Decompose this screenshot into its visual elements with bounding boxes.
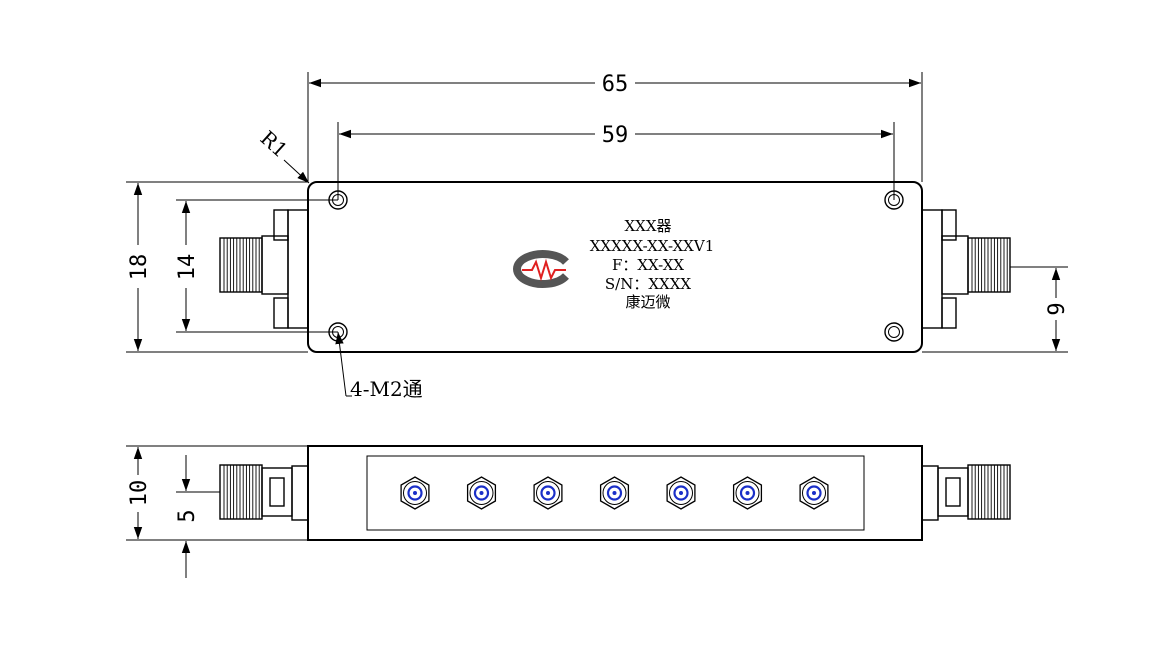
- tuning-screw: [599, 476, 630, 510]
- dimension-label: 5: [175, 509, 200, 522]
- dimension-connector-offset: 9: [922, 266, 1070, 353]
- dimension-overall-length: 65: [307, 72, 923, 182]
- cover-recess: [366, 455, 865, 531]
- mounting-note: 4-M2通: [350, 377, 423, 401]
- marking-line-1: XXX器: [624, 217, 671, 235]
- tuning-screw: [466, 476, 497, 510]
- tuning-screw: [400, 476, 430, 510]
- dimension-side-connector-center: 5: [175, 455, 220, 578]
- mounting-hole-callout: 4-M2通: [335, 331, 423, 401]
- tuning-screw: [799, 476, 829, 510]
- right-sma-connector-side: [921, 464, 1011, 521]
- left-sma-connector-side: [219, 464, 309, 521]
- tuning-screw: [732, 476, 763, 510]
- top-view: XXX器 XXXXX-XX-XXV1 F：XX-XX S/N：XXXX 康迈微 …: [126, 72, 1070, 401]
- dimension-label: 59: [602, 123, 629, 148]
- right-sma-connector: [921, 209, 1011, 329]
- corner-radius-callout: R1: [256, 126, 310, 184]
- company-logo: [513, 250, 569, 288]
- dimension-label: 10: [127, 480, 152, 507]
- tuning-screw: [666, 476, 696, 510]
- dimension-label: 9: [1045, 302, 1070, 315]
- marking-line-4: S/N：XXXX: [605, 275, 691, 293]
- dimension-height: 18: [126, 181, 308, 353]
- dimension-label: 14: [175, 254, 200, 281]
- dimension-side-thickness: 10: [126, 445, 308, 541]
- dimension-hole-spacing-length: 59: [337, 122, 895, 200]
- left-sma-connector: [219, 209, 309, 329]
- marking-line-3: F：XX-XX: [612, 256, 684, 274]
- tuning-screw: [533, 476, 563, 510]
- marking-line-5: 康迈微: [625, 293, 670, 311]
- dimension-hole-spacing-height: 14: [175, 199, 338, 333]
- tuning-screws: [400, 476, 829, 510]
- dimension-label: 18: [127, 254, 152, 281]
- dimension-label: R1: [256, 126, 293, 162]
- mounting-hole: [884, 322, 904, 342]
- dimension-label: 65: [602, 72, 629, 97]
- marking-line-2: XXXXX-XX-XXV1: [590, 237, 714, 255]
- side-view: 10 5: [126, 445, 1011, 578]
